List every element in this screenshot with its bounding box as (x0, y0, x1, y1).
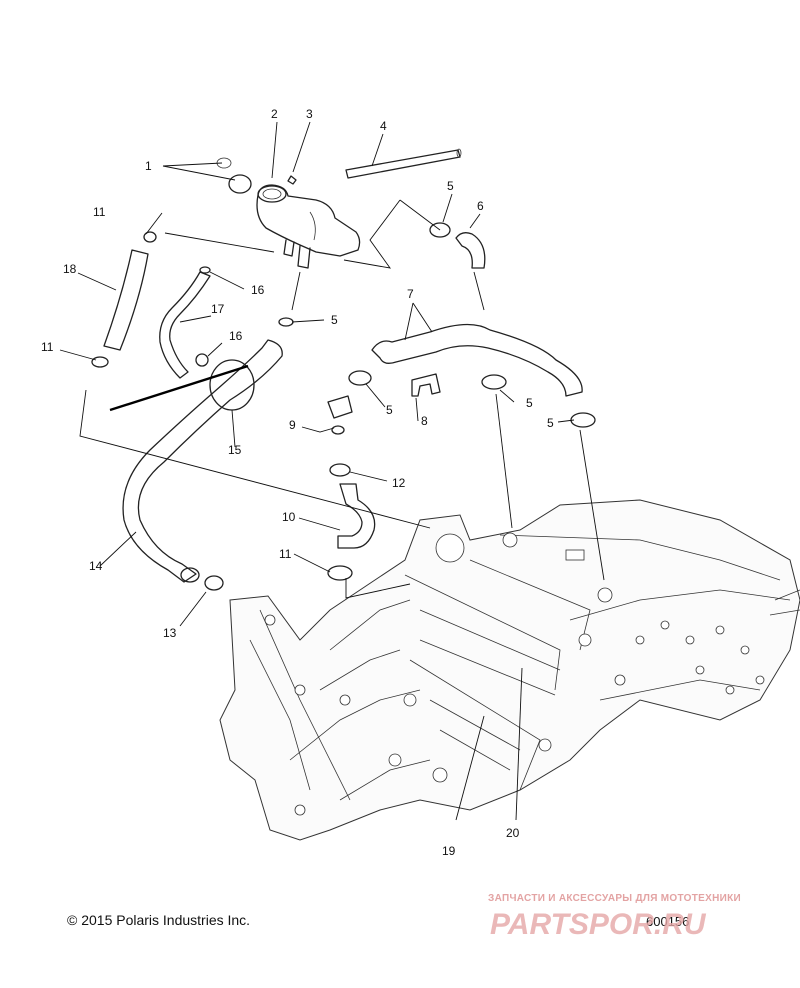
callout-labels: 1 2 3 4 5 6 11 18 16 7 17 5 16 11 5 5 8 … (41, 107, 554, 858)
callout-8: 8 (421, 414, 428, 428)
chassis-frame (219, 499, 800, 841)
hose-end-14 (180, 567, 200, 583)
callout-11-left: 11 (41, 340, 54, 354)
callout-10: 10 (282, 510, 296, 524)
callout-11-top: 11 (93, 205, 106, 219)
callout-11-bottom: 11 (279, 547, 292, 561)
copyright-text: © 2015 Polaris Industries Inc. (67, 912, 251, 928)
callout-5-top: 5 (447, 179, 454, 193)
callout-5-mid: 5 (331, 313, 338, 327)
watermark-tagline: ЗАПЧАСТИ И АКСЕССУАРЫ ДЛЯ МОТОТЕХНИКИ (488, 893, 741, 904)
thermostat-9 (327, 395, 353, 435)
bracket-8 (411, 373, 441, 397)
callout-17: 17 (211, 302, 225, 316)
callout-20: 20 (506, 826, 520, 840)
callout-3: 3 (306, 107, 313, 121)
callout-19: 19 (442, 844, 456, 858)
callout-5-right1: 5 (386, 403, 393, 417)
callout-1: 1 (145, 159, 152, 173)
watermark-logo: PARTSPOR.RU (490, 908, 707, 941)
coolant-bottle (256, 184, 361, 269)
callout-9: 9 (289, 418, 296, 432)
callout-2: 2 (271, 107, 278, 121)
diagram-number: 600156 (646, 914, 690, 929)
clamps (91, 222, 596, 591)
callout-18: 18 (63, 262, 77, 276)
hose-10 (337, 483, 376, 549)
callout-6: 6 (477, 199, 484, 213)
vent-tube (345, 148, 462, 179)
screw (287, 175, 297, 185)
upper-hose-7 (371, 323, 583, 397)
callout-13: 13 (163, 626, 177, 640)
lower-hose-14 (122, 339, 283, 583)
callout-14: 14 (89, 559, 103, 573)
hose-17 (159, 271, 211, 379)
cap-and-o-ring (216, 157, 252, 194)
callout-7: 7 (407, 287, 414, 301)
callout-4: 4 (380, 119, 387, 133)
sleeve-15 (209, 359, 255, 411)
callout-5-right2: 5 (526, 396, 533, 410)
callout-12: 12 (392, 476, 406, 490)
watermark-logo-text: PARTSPOR.RU (490, 908, 707, 941)
leader-lines (59, 121, 605, 821)
callout-16-top: 16 (251, 283, 265, 297)
callout-16-mid: 16 (229, 329, 243, 343)
callout-15: 15 (228, 443, 242, 457)
elbow-hose-6 (455, 232, 486, 269)
hose-18 (103, 249, 149, 351)
callout-5-right3: 5 (547, 416, 554, 430)
